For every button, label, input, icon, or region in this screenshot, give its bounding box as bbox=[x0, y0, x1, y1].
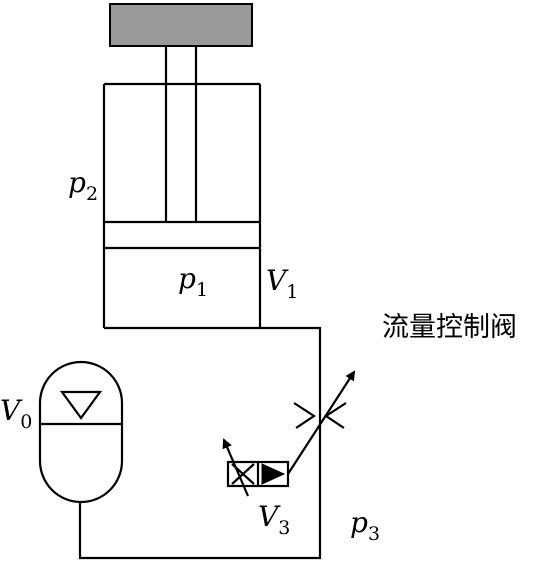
accumulator-icon bbox=[38, 360, 124, 504]
label-p2: p2 bbox=[68, 166, 98, 205]
label-v1: V1 bbox=[266, 264, 298, 303]
piston bbox=[104, 220, 260, 250]
piston-rod bbox=[164, 46, 198, 222]
label-p3: p3 bbox=[350, 506, 380, 545]
pipeline bbox=[78, 326, 322, 560]
check-valve-icon bbox=[222, 438, 290, 497]
flow-control-valve-label: 流量控制阀 bbox=[382, 312, 517, 343]
label-v3: V3 bbox=[258, 500, 290, 539]
label-v0: V0 bbox=[0, 394, 32, 433]
load-mass bbox=[109, 3, 253, 47]
label-p1: p1 bbox=[178, 262, 208, 301]
variable-throttle-icon bbox=[287, 370, 356, 475]
hydraulic-cylinder bbox=[102, 82, 262, 330]
